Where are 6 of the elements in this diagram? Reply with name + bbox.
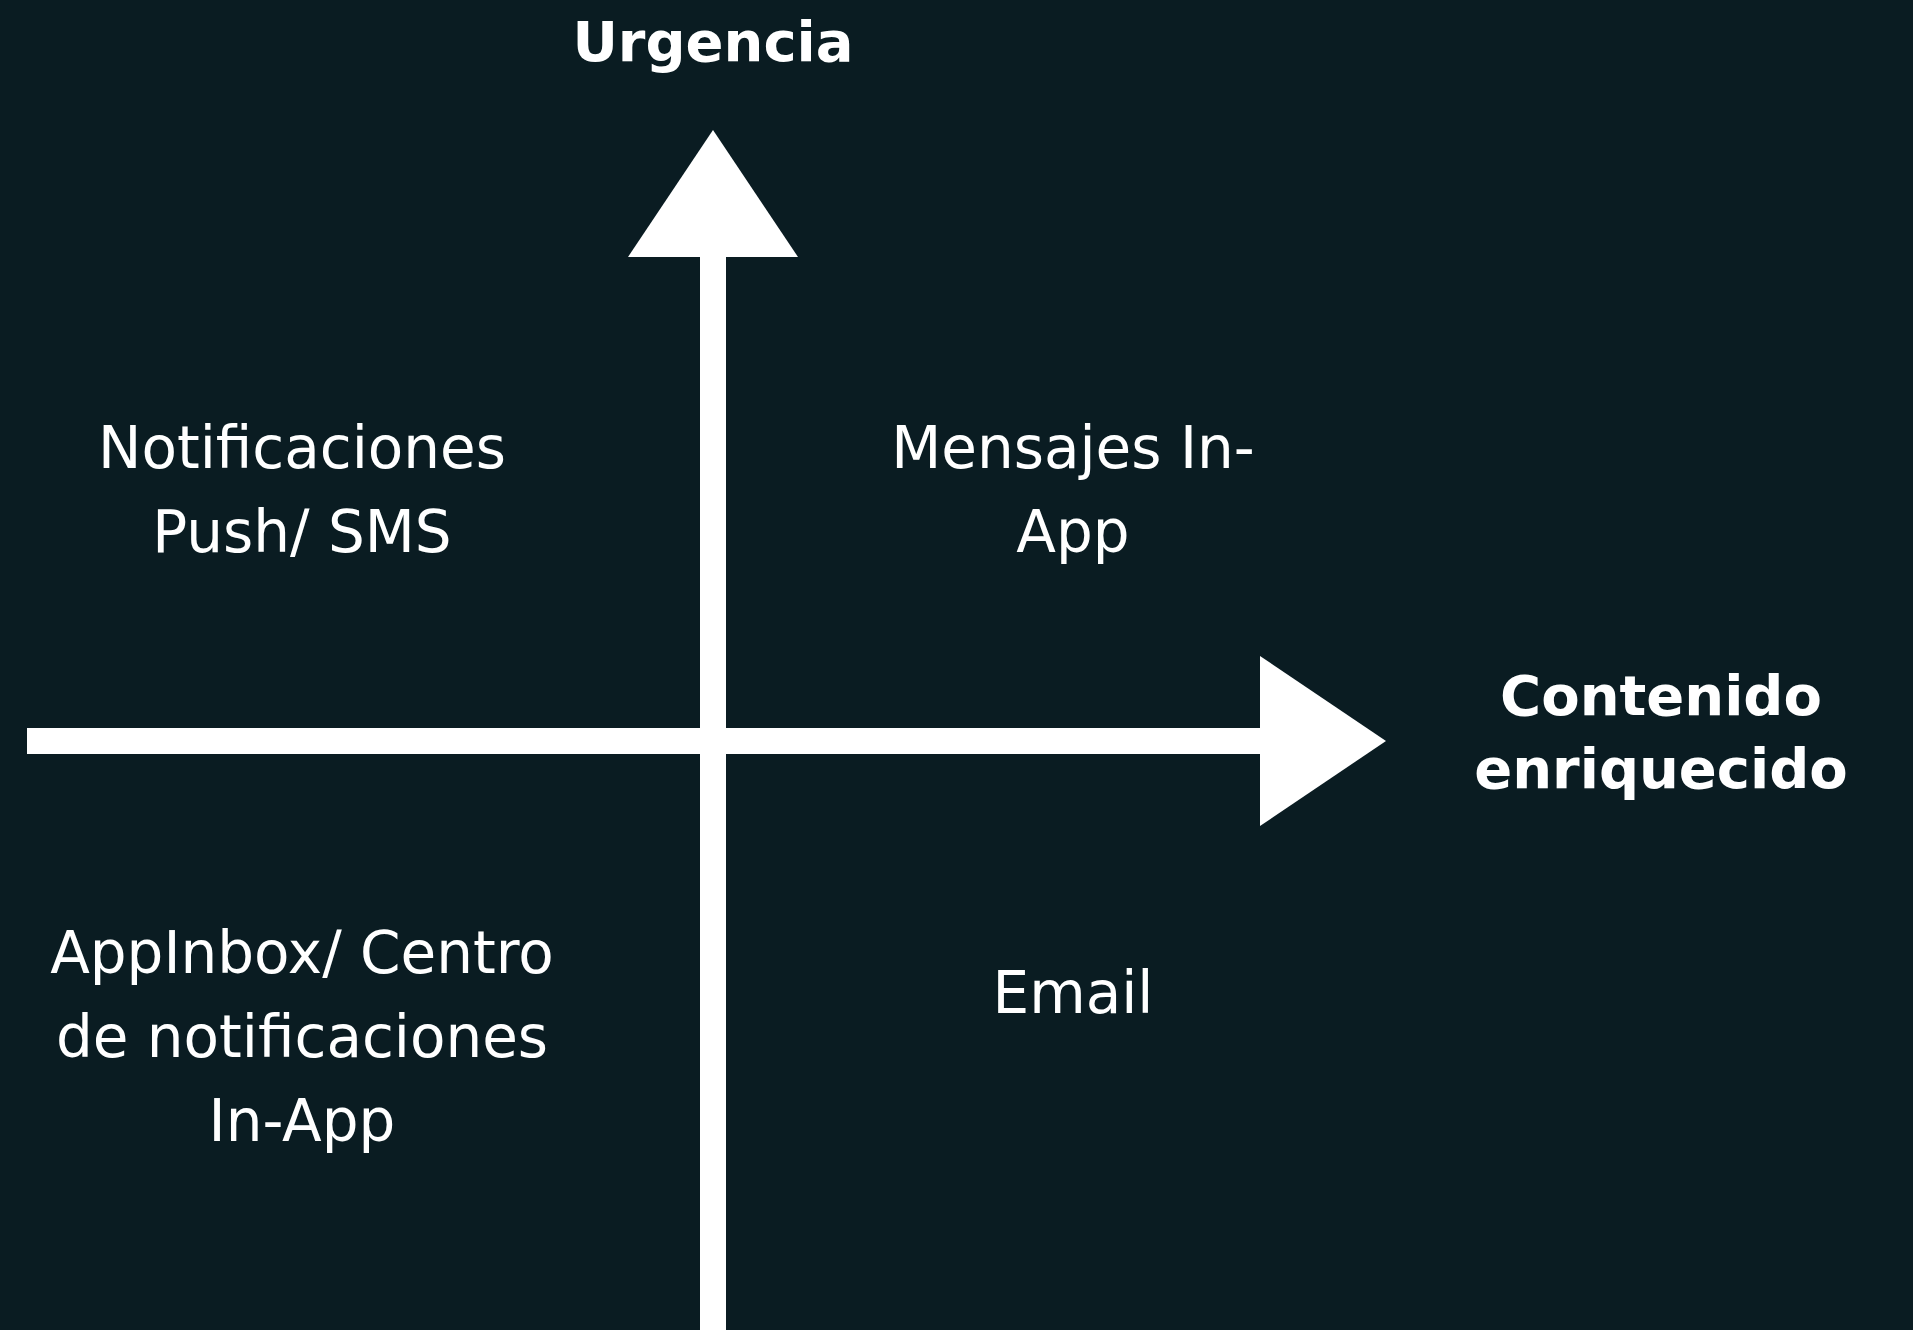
quadrant-label: AppInbox/ Centro de notificaciones In-App bbox=[49, 917, 555, 1158]
quadrant-label: Email bbox=[991, 957, 1155, 1029]
quadrant-label: Mensajes In-App bbox=[890, 412, 1256, 568]
axis-label: Urgencia bbox=[571, 7, 855, 76]
quadrant-label: Notificaciones Push/ SMS bbox=[97, 412, 507, 568]
axis-label: Contenido enriquecido bbox=[1473, 662, 1849, 803]
